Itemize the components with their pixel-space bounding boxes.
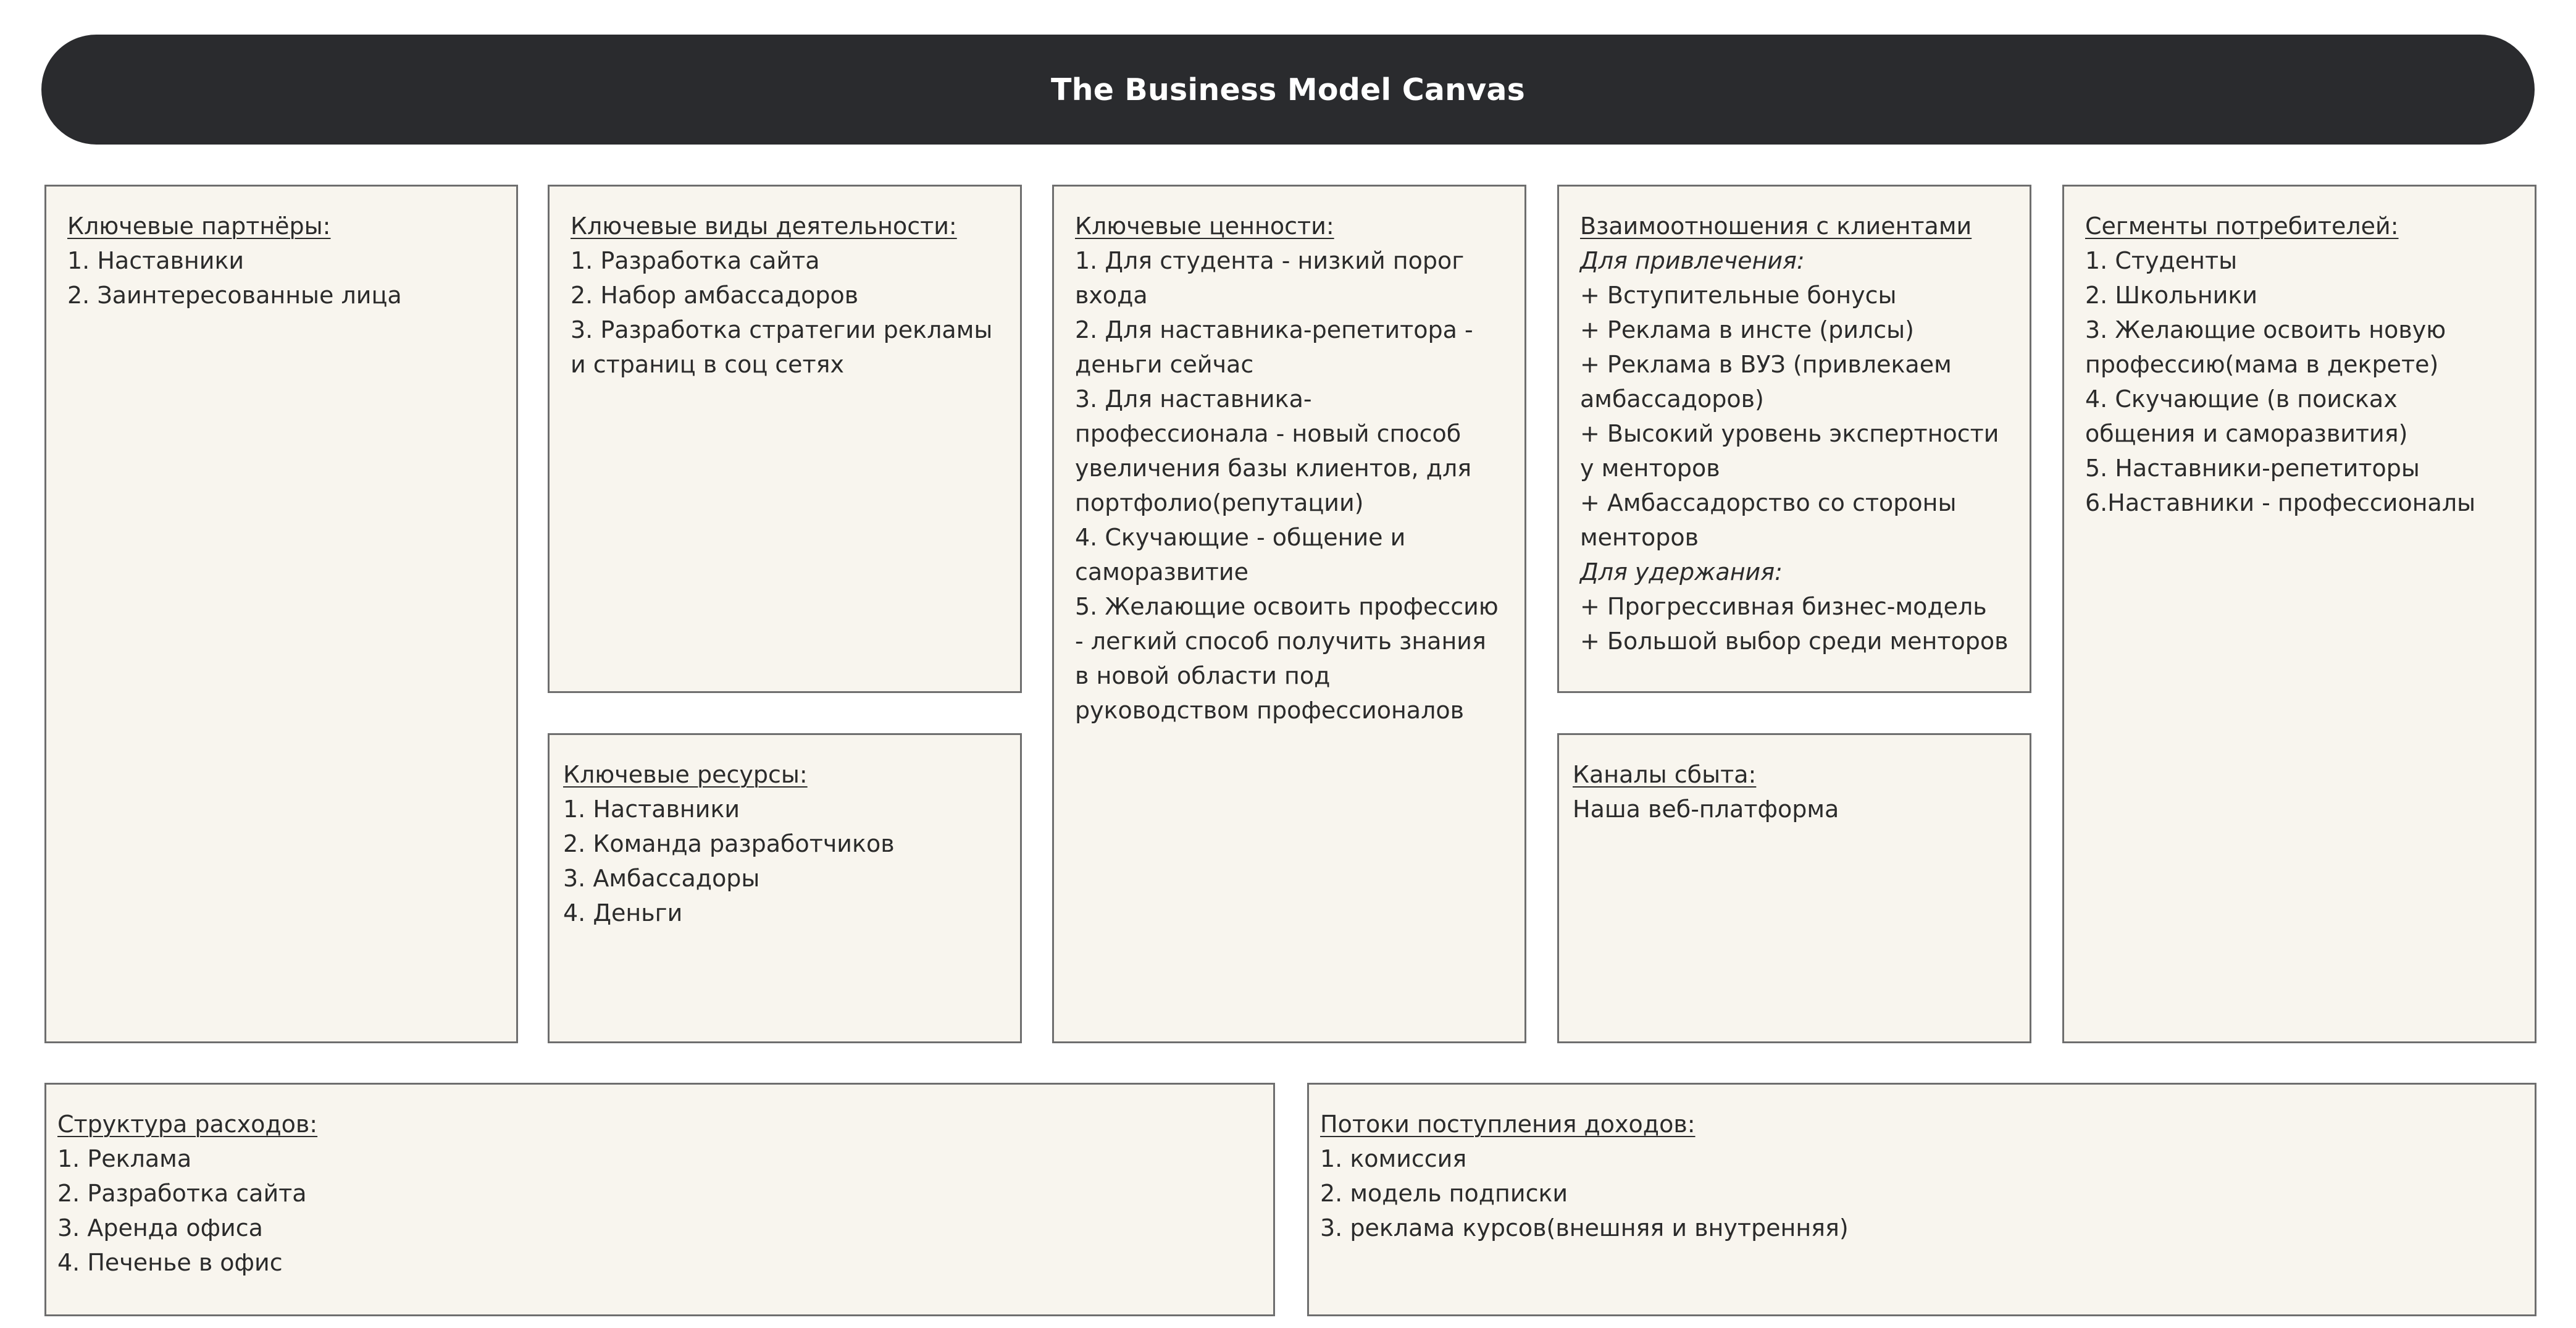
customer-relationships-block: Взаимоотношения с клиентами Для привлече… bbox=[1557, 185, 2031, 693]
list-item: 3. Разработка стратегии рекламы и страни… bbox=[571, 316, 993, 378]
retain-subheading: Для удержания: bbox=[1580, 558, 1783, 586]
canvas-title: The Business Model Canvas bbox=[1051, 72, 1525, 107]
list-item: 3. Аренда офиса bbox=[57, 1214, 263, 1242]
list-item: 2. Команда разработчиков bbox=[563, 830, 895, 857]
list-item: + Большой выбор среди менторов bbox=[1580, 628, 2009, 655]
key-partners-title: Ключевые партнёры: bbox=[67, 212, 331, 240]
list-item: 4. Печенье в офис bbox=[57, 1249, 283, 1276]
customer-segments-block: Сегменты потребителей: 1. Студенты 2. Шк… bbox=[2062, 185, 2536, 1043]
key-activities-title: Ключевые виды деятельности: bbox=[571, 212, 957, 240]
channels-block: Каналы сбыта: Наша веб-платформа bbox=[1557, 733, 2031, 1043]
list-item: 4. Скучающие - общение и саморазвитие bbox=[1075, 524, 1406, 586]
list-item: + Амбассадорство со стороны менторов bbox=[1580, 489, 1957, 551]
list-item: + Вступительные бонусы bbox=[1580, 282, 1897, 309]
list-item: 3. Желающие освоить новую профессию(мама… bbox=[2085, 316, 2446, 378]
list-item: 5. Наставники-репетиторы bbox=[2085, 455, 2420, 482]
revenue-streams-title: Потоки поступления доходов: bbox=[1320, 1111, 1696, 1138]
attract-subheading: Для привлечения: bbox=[1580, 247, 1805, 274]
list-item: Наша веб-платформа bbox=[1573, 796, 1839, 823]
cost-structure-title: Структура расходов: bbox=[57, 1111, 318, 1138]
list-item: + Реклама в инсте (рилсы) bbox=[1580, 316, 1914, 343]
list-item: 1. Наставники bbox=[563, 796, 740, 823]
customer-segments-title: Сегменты потребителей: bbox=[2085, 212, 2399, 240]
key-resources-block: Ключевые ресурсы: 1. Наставники 2. Коман… bbox=[548, 733, 1022, 1043]
canvas-header: The Business Model Canvas bbox=[41, 35, 2535, 145]
list-item: 1. Разработка сайта bbox=[571, 247, 820, 274]
list-item: 6.Наставники - профессионалы bbox=[2085, 489, 2476, 516]
list-item: + Реклама в ВУЗ (привлекаем амбассадоров… bbox=[1580, 351, 1952, 413]
list-item: 2. Набор амбассадоров bbox=[571, 282, 859, 309]
key-resources-title: Ключевые ресурсы: bbox=[563, 761, 808, 788]
list-item: 3. реклама курсов(внешняя и внутренняя) bbox=[1320, 1214, 1849, 1242]
list-item: 2. Заинтересованные лица bbox=[67, 282, 402, 309]
list-item: 1. комиссия bbox=[1320, 1145, 1467, 1172]
list-item: 4. Скучающие (в поисках общения и самора… bbox=[2085, 385, 2408, 447]
list-item: 5. Желающие освоить профессию - легкий с… bbox=[1075, 593, 1499, 724]
list-item: + Высокий уровень экспертности у менторо… bbox=[1580, 420, 1999, 482]
key-activities-block: Ключевые виды деятельности: 1. Разработк… bbox=[548, 185, 1022, 693]
list-item: 3. Для наставника-профессионала - новый … bbox=[1075, 385, 1472, 516]
list-item: 3. Амбассадоры bbox=[563, 865, 760, 892]
value-propositions-block: Ключевые ценности: 1. Для студента - низ… bbox=[1052, 185, 1526, 1043]
channels-title: Каналы сбыта: bbox=[1573, 761, 1757, 788]
list-item: 2. модель подписки bbox=[1320, 1180, 1568, 1207]
list-item: 2. Разработка сайта bbox=[57, 1180, 307, 1207]
revenue-streams-block: Потоки поступления доходов: 1. комиссия … bbox=[1307, 1083, 2536, 1316]
cost-structure-block: Структура расходов: 1. Реклама 2. Разраб… bbox=[44, 1083, 1275, 1316]
list-item: 1. Реклама bbox=[57, 1145, 192, 1172]
value-propositions-title: Ключевые ценности: bbox=[1075, 212, 1334, 240]
list-item: 2. Школьники bbox=[2085, 282, 2258, 309]
key-partners-block: Ключевые партнёры: 1. Наставники 2. Заин… bbox=[44, 185, 518, 1043]
list-item: 2. Для наставника-репетитора - деньги се… bbox=[1075, 316, 1473, 378]
list-item: 1. Для студента - низкий порог входа bbox=[1075, 247, 1465, 309]
customer-relationships-title: Взаимоотношения с клиентами bbox=[1580, 212, 1972, 240]
list-item: 1. Наставники bbox=[67, 247, 245, 274]
list-item: 1. Студенты bbox=[2085, 247, 2238, 274]
list-item: 4. Деньги bbox=[563, 899, 683, 927]
list-item: + Прогрессивная бизнес-модель bbox=[1580, 593, 1987, 620]
